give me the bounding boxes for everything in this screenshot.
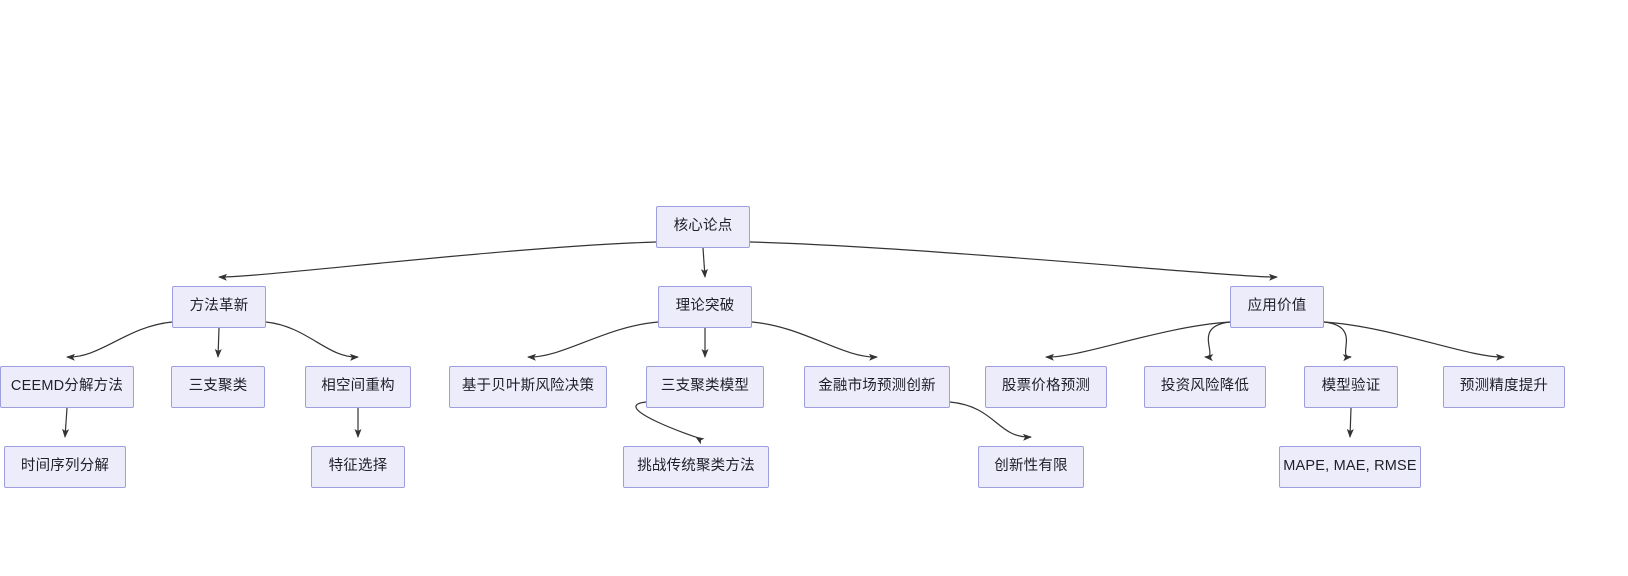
flow-node-label: 核心论点 <box>673 218 733 235</box>
flow-node-label: 基于贝叶斯风险决策 <box>461 378 595 395</box>
flow-node-label: 理论突破 <box>675 298 735 315</box>
flow-node[interactable]: MAPE, MAE, RMSE <box>1279 446 1421 488</box>
flow-edge <box>265 321 359 361</box>
flow-node[interactable]: 基于贝叶斯风险决策 <box>449 366 607 408</box>
flow-edge <box>1204 321 1231 362</box>
flow-node-label: 特征选择 <box>328 458 388 475</box>
flow-node[interactable]: 股票价格预测 <box>985 366 1107 408</box>
flow-node-label: 方法革新 <box>189 298 249 315</box>
edge-paths <box>62 241 1505 445</box>
flow-node-label: 相空间重构 <box>321 378 395 395</box>
flow-node[interactable]: 应用价值 <box>1230 286 1324 328</box>
flow-node-label: 三支聚类 <box>188 378 248 395</box>
flow-node-label: 模型验证 <box>1321 378 1381 395</box>
flow-edge <box>62 407 70 438</box>
flow-node[interactable]: 理论突破 <box>658 286 752 328</box>
flow-edge <box>214 327 222 358</box>
flow-node-label: 投资风险降低 <box>1160 378 1250 395</box>
flow-node-label: 应用价值 <box>1247 298 1307 315</box>
flow-edge <box>1045 321 1231 361</box>
flow-edge <box>1323 321 1505 361</box>
flow-node[interactable]: 三支聚类模型 <box>646 366 764 408</box>
flow-node[interactable]: 创新性有限 <box>978 446 1084 488</box>
flow-edge <box>751 321 878 361</box>
flow-node[interactable]: 三支聚类 <box>171 366 265 408</box>
flow-node-label: 预测精度提升 <box>1459 378 1549 395</box>
flow-node[interactable]: CEEMD分解方法 <box>0 366 134 408</box>
flow-node-label: MAPE, MAE, RMSE <box>1283 458 1417 475</box>
flow-node[interactable]: 挑战传统聚类方法 <box>623 446 769 488</box>
flow-node-label: 创新性有限 <box>994 458 1068 475</box>
flow-edge <box>1323 321 1352 362</box>
flow-node-label: 挑战传统聚类方法 <box>637 458 755 475</box>
flow-node-label: 金融市场预测创新 <box>818 378 936 395</box>
flow-edge <box>1346 407 1354 438</box>
flow-node-label: 三支聚类模型 <box>660 378 750 395</box>
flow-edge <box>218 241 657 281</box>
flow-node[interactable]: 投资风险降低 <box>1144 366 1266 408</box>
flow-node[interactable]: 相空间重构 <box>305 366 411 408</box>
flow-node[interactable]: 特征选择 <box>311 446 405 488</box>
flow-edge <box>749 241 1278 281</box>
flow-node[interactable]: 核心论点 <box>656 206 750 248</box>
flow-node-label: 股票价格预测 <box>1001 378 1091 395</box>
flow-node[interactable]: 预测精度提升 <box>1443 366 1565 408</box>
flow-node[interactable]: 模型验证 <box>1304 366 1398 408</box>
flow-edge <box>66 321 173 361</box>
flow-edge <box>527 321 659 361</box>
flow-node[interactable]: 时间序列分解 <box>4 446 126 488</box>
flow-node-label: CEEMD分解方法 <box>10 378 124 395</box>
flow-edge <box>700 247 708 278</box>
flow-node-label: 时间序列分解 <box>20 458 110 475</box>
flow-node[interactable]: 方法革新 <box>172 286 266 328</box>
flow-node[interactable]: 金融市场预测创新 <box>804 366 950 408</box>
